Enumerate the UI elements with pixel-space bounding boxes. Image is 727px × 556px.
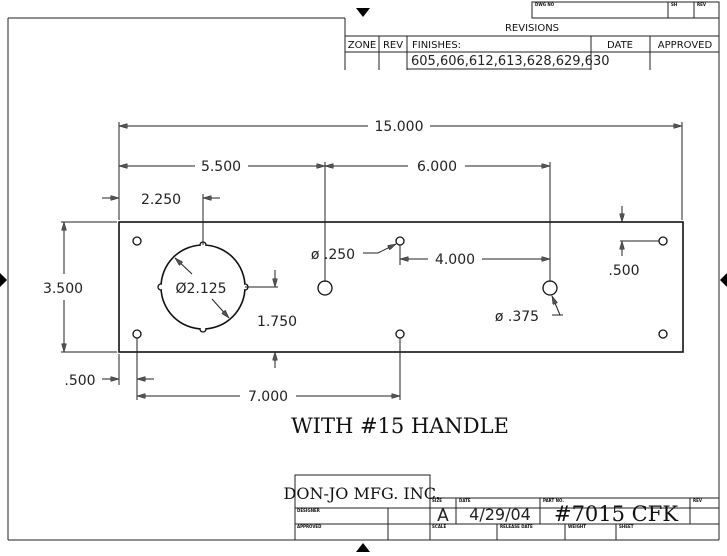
- screw-hole: [395, 329, 405, 339]
- handle-hole: [317, 280, 333, 296]
- screw-hole: [132, 236, 142, 246]
- dwg-no-label: DWG NO: [535, 2, 555, 7]
- dim-handle-to-cylinder: 6.000: [325, 159, 551, 282]
- part-no-label: PART NO.: [543, 498, 564, 503]
- col-date: DATE: [607, 40, 633, 51]
- revisions-table: DWG NO SH REV REVISIONS ZONE REV FINISHE…: [344, 1, 720, 70]
- center-mark-bottom-icon: [356, 543, 370, 552]
- col-rev: REV: [383, 40, 403, 51]
- screw-hole: [395, 236, 405, 246]
- company-name: DON-JO MFG. INC.: [284, 484, 441, 503]
- designer-label: DESIGNER: [297, 508, 320, 513]
- rev-top-label: REV: [697, 2, 707, 7]
- dim-screw-spacing: 7.000: [137, 338, 401, 405]
- sheet-label: SHEET: [619, 524, 634, 529]
- dim-cylinder-hole-dia: ø .375: [495, 296, 563, 325]
- sheet-border: [7, 17, 720, 541]
- col-zone: ZONE: [348, 40, 377, 51]
- title-block: DON-JO MFG. INC. DESIGNER APPROVED SIZE …: [284, 474, 720, 541]
- part-no-value: #7015 CFK: [554, 502, 678, 526]
- dim-edge-offset-right: .500: [608, 206, 659, 279]
- screw-hole: [132, 329, 142, 339]
- svg-text:ø .250: ø .250: [311, 247, 355, 263]
- screw-hole: [658, 236, 668, 246]
- svg-text:.500: .500: [64, 373, 95, 389]
- center-mark-left-icon: [0, 273, 7, 287]
- cylinder-hole: [542, 280, 558, 296]
- dim-cutout-height: 1.750: [245, 270, 297, 368]
- release-date-label: RELEASE DATE: [500, 524, 533, 529]
- svg-text:Ø2.125: Ø2.125: [175, 281, 226, 297]
- svg-text:1.750: 1.750: [257, 314, 297, 330]
- dim-cutout-center: 2.250: [102, 192, 220, 245]
- center-mark-right-icon: [720, 273, 727, 287]
- svg-text:3.500: 3.500: [43, 281, 83, 297]
- rev-label: REV: [693, 498, 703, 503]
- col-finishes: FINISHES:: [412, 40, 461, 51]
- center-mark-top-icon: [356, 8, 370, 17]
- revisions-header: REVISIONS: [505, 23, 559, 34]
- weight-label: WEIGHT: [568, 524, 586, 529]
- sh-label: SH: [671, 2, 677, 7]
- svg-text:4.000: 4.000: [435, 252, 475, 268]
- plate-outline: [118, 221, 684, 353]
- svg-text:7.000: 7.000: [248, 389, 288, 405]
- svg-text:5.500: 5.500: [201, 159, 241, 175]
- date-label: DATE: [459, 498, 471, 503]
- svg-text:ø .375: ø .375: [495, 309, 539, 325]
- svg-text:2.250: 2.250: [141, 192, 181, 208]
- svg-text:15.000: 15.000: [375, 119, 424, 135]
- drawing-note: WITH #15 HANDLE: [291, 414, 509, 438]
- screw-hole: [658, 329, 668, 339]
- approved-label: APPROVED: [297, 524, 322, 529]
- size-label: SIZE: [432, 498, 442, 503]
- col-approved: APPROVED: [658, 40, 713, 51]
- dim-cutout-diameter: Ø2.125: [175, 258, 229, 318]
- scale-label: SCALE: [432, 524, 446, 529]
- date-value: 4/29/04: [469, 505, 531, 524]
- dim-overall-length: 15.000: [118, 119, 683, 220]
- dim-handle-center: 5.500: [119, 159, 326, 282]
- size-value: A: [437, 506, 449, 526]
- dim-small-hole-dia: ø .250: [311, 243, 396, 263]
- dim-edge-offset-left: .500: [64, 338, 154, 400]
- dim-plate-height: 3.500: [43, 221, 117, 353]
- finishes-list: 605,606,612,613,628,629,630: [411, 54, 610, 69]
- svg-text:6.000: 6.000: [417, 159, 457, 175]
- svg-text:.500: .500: [608, 263, 639, 279]
- dim-hole-spacing: 4.000: [399, 245, 550, 268]
